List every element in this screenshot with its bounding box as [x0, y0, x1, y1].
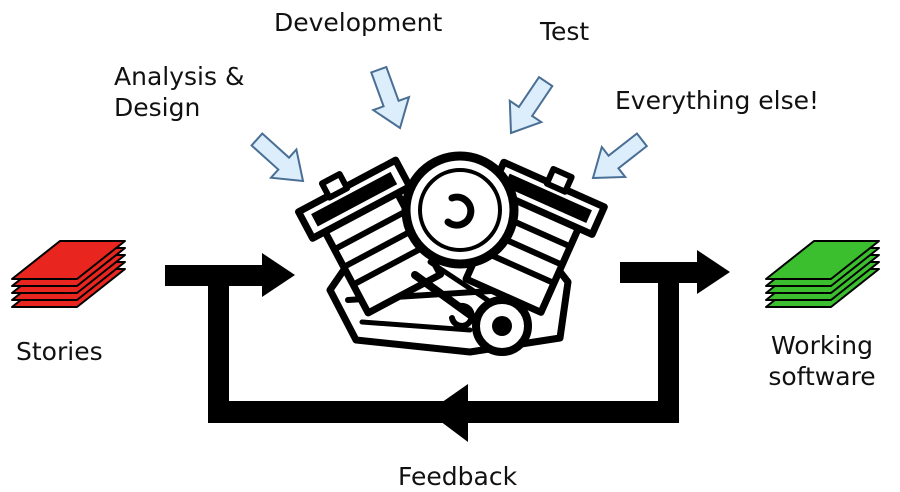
stories-stack-icon [11, 240, 126, 308]
working-software-label: Working software [768, 330, 876, 392]
engine-icon [295, 151, 608, 356]
analysis-design-line-1: Analysis & [114, 62, 245, 91]
analysis-input-arrow [243, 124, 317, 197]
everything-else-input-arrow [580, 123, 655, 194]
working-software-line-1: Working [771, 331, 873, 360]
test-input-arrow [494, 69, 563, 145]
input-flow-arrow [165, 253, 295, 297]
stories-label: Stories [16, 337, 103, 366]
feedback-loop-arrow [208, 275, 679, 442]
working-software-stack-icon [765, 240, 880, 308]
analysis-design-line-2: Design [114, 93, 201, 122]
everything-else-label: Everything else! [615, 86, 820, 115]
development-input-arrow [359, 62, 419, 136]
working-software-line-2: software [768, 362, 876, 391]
development-label: Development [274, 8, 443, 37]
test-label: Test [540, 17, 590, 46]
output-flow-arrow [620, 250, 730, 294]
analysis-design-label: Analysis & Design [114, 61, 244, 123]
feedback-label: Feedback [398, 462, 518, 491]
